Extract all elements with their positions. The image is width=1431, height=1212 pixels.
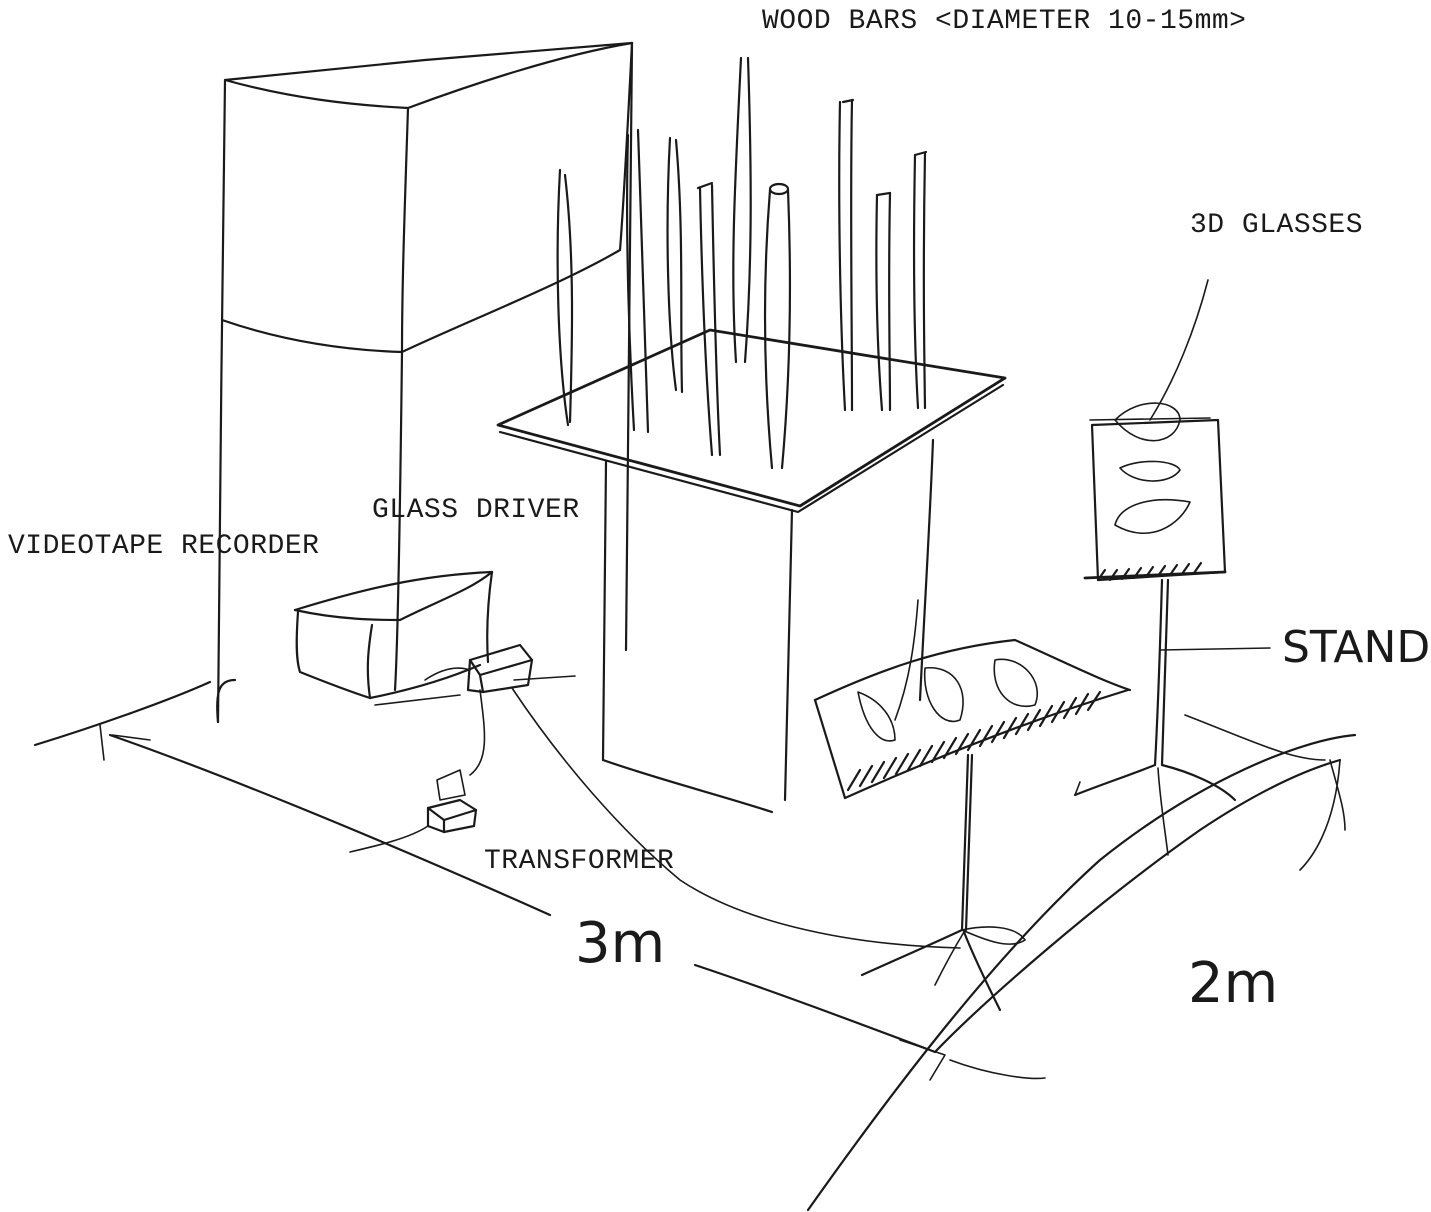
glass-driver-box [466,643,576,694]
leader-lines [894,279,1271,721]
width-dimension-label: 3m [575,911,665,976]
3d-glasses-label: 3D GLASSES [1190,210,1363,241]
pedestal-table [496,328,1007,814]
videotape-recorder [293,570,494,706]
transformer-box [349,769,478,853]
glass-driver-label: GLASS DRIVER [372,495,580,526]
wood-bars-label: WOOD BARS <DIAMETER 10-15mm> [762,6,1246,37]
transformer-label: TRANSFORMER [484,846,674,877]
videotape-recorder-label: VIDEOTAPE RECORDER [8,531,319,562]
stand-label: STAND [1282,622,1430,673]
wood-bars [556,56,928,470]
front-stand [813,638,1132,1012]
floor-outline [33,680,1357,1212]
cables [424,667,961,949]
monitor-cabinet [216,41,634,724]
depth-dimension-label: 2m [1188,951,1278,1016]
right-stand [1073,402,1237,856]
